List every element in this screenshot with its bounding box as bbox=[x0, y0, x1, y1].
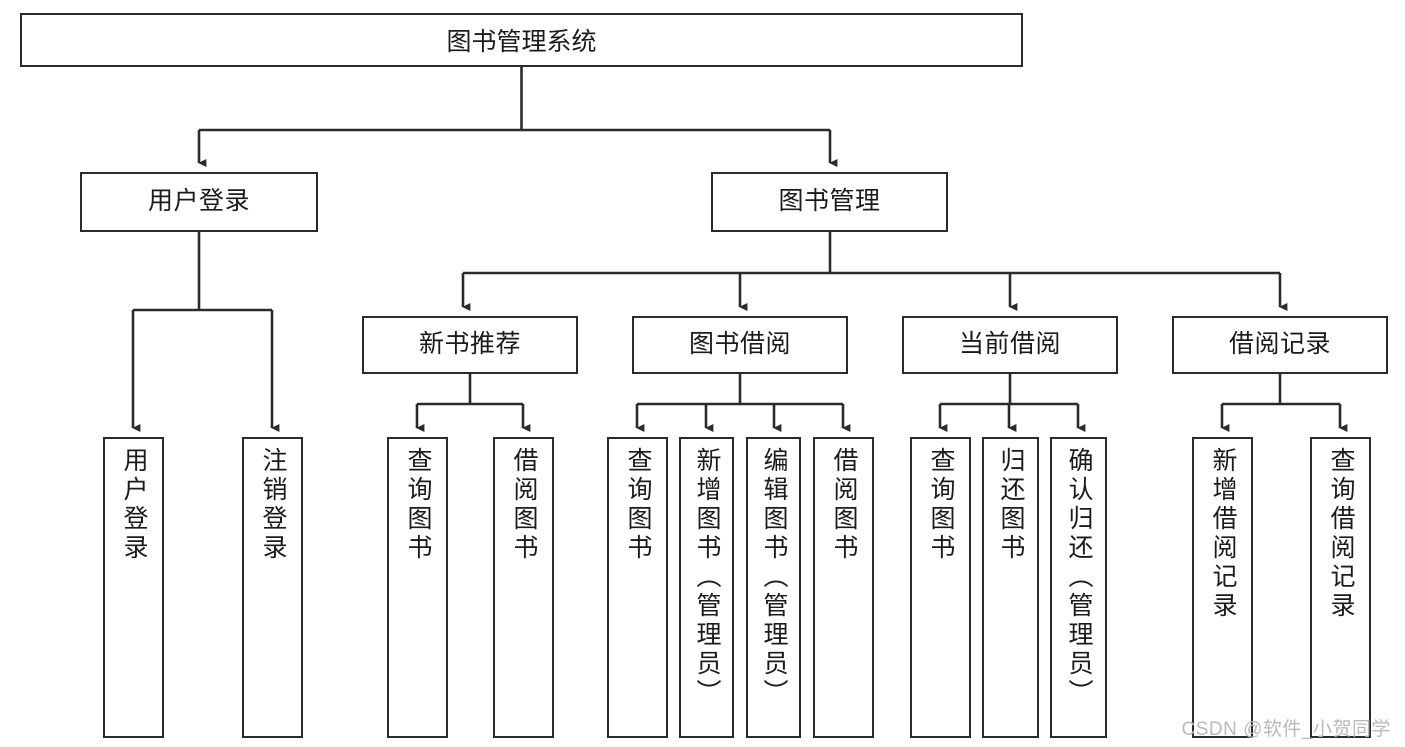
node-book-manage[interactable]: 图书管理 bbox=[711, 172, 948, 232]
node-label-vertical: 归还图书 bbox=[997, 447, 1025, 563]
node-user-login[interactable]: 用户登录 bbox=[80, 172, 318, 232]
node-borrow-record[interactable]: 借阅记录 bbox=[1172, 316, 1388, 374]
node-leaf-borrow-book-1[interactable]: 借阅图书 bbox=[493, 437, 554, 738]
node-label-vertical: 查询借阅记录 bbox=[1327, 447, 1355, 621]
watermark-text: CSDN @软件_小贺同学 bbox=[1181, 719, 1391, 740]
node-leaf-query-record[interactable]: 查询借阅记录 bbox=[1310, 437, 1371, 738]
node-label-vertical: 查询图书 bbox=[624, 447, 652, 563]
node-book-borrow[interactable]: 图书借阅 bbox=[632, 316, 848, 374]
node-leaf-query-book-2[interactable]: 查询图书 bbox=[607, 437, 668, 738]
node-label-vertical: 确认归还（管理员） bbox=[1065, 447, 1093, 708]
node-leaf-logout-login[interactable]: 注销登录 bbox=[242, 437, 303, 738]
node-leaf-query-book-3[interactable]: 查询图书 bbox=[910, 437, 971, 738]
node-root[interactable]: 图书管理系统 bbox=[20, 13, 1023, 67]
node-current-borrow[interactable]: 当前借阅 bbox=[902, 316, 1118, 374]
node-leaf-borrow-book-2[interactable]: 借阅图书 bbox=[813, 437, 874, 738]
node-label-vertical: 借阅图书 bbox=[510, 447, 538, 563]
node-label-vertical: 用户登录 bbox=[120, 447, 148, 563]
node-leaf-add-record[interactable]: 新增借阅记录 bbox=[1192, 437, 1253, 738]
node-new-book-recommend[interactable]: 新书推荐 bbox=[362, 316, 578, 374]
node-label-vertical: 查询图书 bbox=[404, 447, 432, 563]
node-leaf-query-book-1[interactable]: 查询图书 bbox=[387, 437, 448, 738]
node-label-vertical: 新增图书（管理员） bbox=[693, 447, 721, 708]
node-label-vertical: 注销登录 bbox=[259, 447, 287, 563]
node-label-vertical: 编辑图书（管理员） bbox=[760, 447, 788, 708]
node-label-vertical: 借阅图书 bbox=[830, 447, 858, 563]
node-leaf-user-login[interactable]: 用户登录 bbox=[103, 437, 164, 738]
node-leaf-confirm-return[interactable]: 确认归还（管理员） bbox=[1050, 437, 1107, 738]
node-label-vertical: 新增借阅记录 bbox=[1209, 447, 1237, 621]
node-label-vertical: 查询图书 bbox=[927, 447, 955, 563]
node-leaf-return-book[interactable]: 归还图书 bbox=[982, 437, 1039, 738]
node-leaf-add-book[interactable]: 新增图书（管理员） bbox=[679, 437, 734, 738]
node-leaf-edit-book[interactable]: 编辑图书（管理员） bbox=[746, 437, 801, 738]
